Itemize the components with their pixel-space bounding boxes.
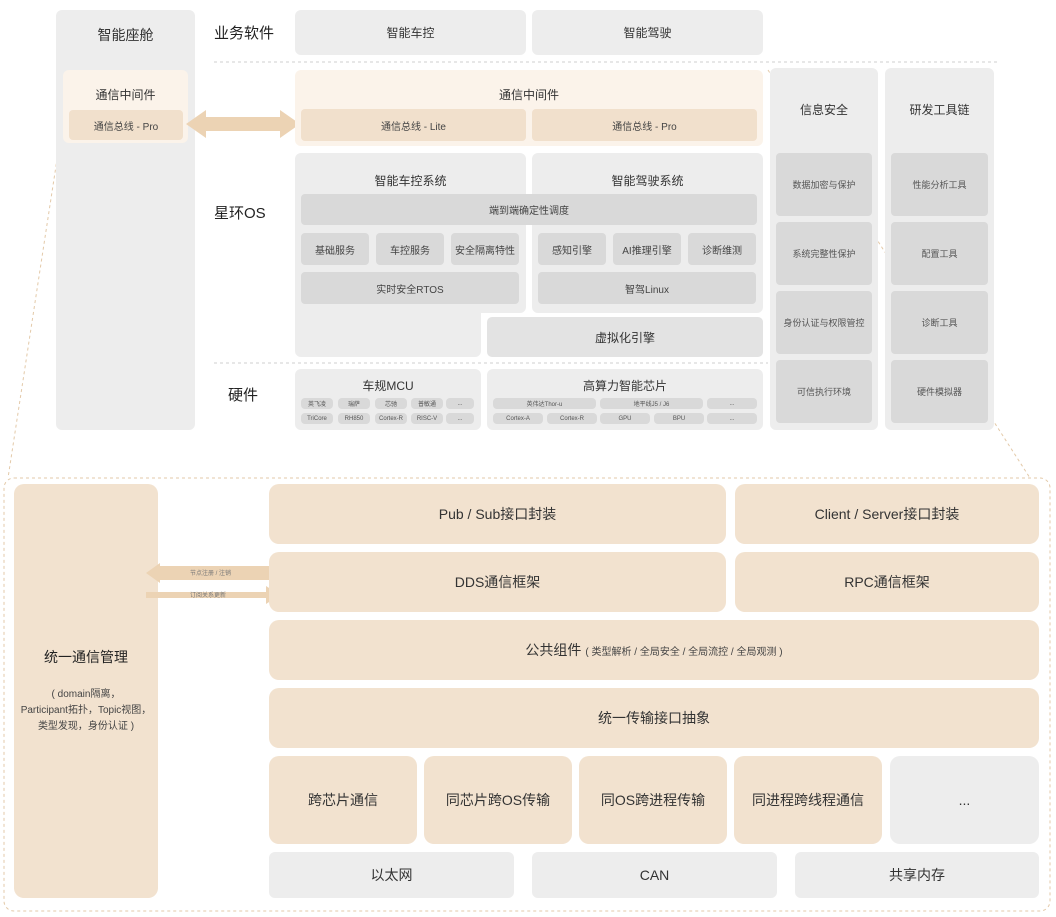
zoom-frame xyxy=(3,477,1051,912)
management-detail: ( domain隔离， xyxy=(51,689,121,700)
row-label-hardware: 硬件 xyxy=(228,387,259,404)
ad-service-ai: AI推理引擎 xyxy=(613,233,681,265)
cockpit-title: 智能座舱 xyxy=(97,27,154,43)
mcu-title: 车规MCU xyxy=(362,378,414,393)
transport-more: ... xyxy=(890,756,1039,844)
unified-comm-management: 统一通信管理 ( domain隔离， Participant拓扑，Topic视图… xyxy=(14,484,158,898)
business-driving: 智能驾驶 xyxy=(532,10,763,55)
common-components: 公共组件 ( 类型解析 / 全局安全 / 全局流控 / 全局观测 ) xyxy=(269,620,1039,680)
ad-service-diagnostics: 诊断维测 xyxy=(688,233,756,265)
cockpit-middleware-title: 通信中间件 xyxy=(95,87,156,102)
soc-vendor: ... xyxy=(707,398,757,409)
transport-abstraction: 统一传输接口抽象 xyxy=(269,688,1039,748)
soc-arch: Cortex-R xyxy=(547,413,597,424)
toolchain-title: 研发工具链 xyxy=(909,102,970,117)
toolchain-item: 配置工具 xyxy=(891,222,988,285)
cockpit-bus-pro: 通信总线 - Pro xyxy=(69,110,183,140)
vehicle-control-system-title: 智能车控系统 xyxy=(374,173,447,188)
mcu-arch: ... xyxy=(446,413,474,424)
arrow-label-register: 节点注册 / 注销 xyxy=(190,571,232,577)
middleware-title: 通信中间件 xyxy=(498,87,559,102)
mcu-arch: Cortex-R xyxy=(375,413,407,424)
common-title: 公共组件 xyxy=(525,642,582,658)
security-title: 信息安全 xyxy=(799,102,848,117)
row-label-os: 星环OS xyxy=(214,205,266,222)
security-item: 数据加密与保护 xyxy=(776,153,872,216)
physical-ethernet: 以太网 xyxy=(269,852,514,898)
bus-lite: 通信总线 - Lite xyxy=(301,109,526,141)
transport-cross-thread: 同进程跨线程通信 xyxy=(734,756,882,844)
mcu-arch: TriCore xyxy=(301,413,333,424)
mcu-vendor: ... xyxy=(446,398,474,409)
common-detail: ( 类型解析 / 全局安全 / 全局流控 / 全局观测 ) xyxy=(585,646,783,658)
dds-framework: DDS通信框架 xyxy=(269,552,726,612)
physical-shared-memory: 共享内存 xyxy=(795,852,1039,898)
virtualization-engine: 虚拟化引擎 xyxy=(487,317,763,357)
toolchain-item: 硬件模拟器 xyxy=(891,360,988,423)
soc-vendor: 英伟达Thor-u xyxy=(493,398,596,409)
soc-vendor: 地平线J5 / J6 xyxy=(600,398,703,409)
ad-service-perception: 感知引擎 xyxy=(538,233,606,265)
transport-cross-process: 同OS跨进程传输 xyxy=(579,756,727,844)
physical-can: CAN xyxy=(532,852,777,898)
mcu-arch: RH850 xyxy=(338,413,370,424)
soc-arch: GPU xyxy=(600,413,650,424)
soc-title: 高算力智能芯片 xyxy=(582,378,667,393)
soc-arch: ... xyxy=(707,413,757,424)
client-server-interface: Client / Server接口封装 xyxy=(735,484,1039,544)
mcu-vendor: 瑞萨 xyxy=(338,398,370,409)
vc-service-basic: 基础服务 xyxy=(301,233,369,265)
vc-service-isolation: 安全隔离特性 xyxy=(451,233,519,265)
e2e-scheduling: 端到端确定性调度 xyxy=(301,194,757,225)
mcu-vendor: 英飞凌 xyxy=(301,398,333,409)
rpc-framework: RPC通信框架 xyxy=(735,552,1039,612)
management-detail: Participant拓扑，Topic视图， xyxy=(20,705,152,716)
mcu-arch: RISC-V xyxy=(411,413,443,424)
vc-service-control: 车控服务 xyxy=(376,233,444,265)
driving-system-title: 智能驾驶系统 xyxy=(611,173,684,188)
management-title: 统一通信管理 xyxy=(44,649,128,665)
transport-cross-os: 同芯片跨OS传输 xyxy=(424,756,572,844)
security-item: 可信执行环境 xyxy=(776,360,872,423)
security-item: 系统完整性保护 xyxy=(776,222,872,285)
bus-pro: 通信总线 - Pro xyxy=(532,109,757,141)
business-vehicle-control: 智能车控 xyxy=(295,10,526,55)
management-detail: 类型发现，身份认证 ) xyxy=(37,721,135,732)
mcu-vendor: 普敏通 xyxy=(411,398,443,409)
transport-cross-chip: 跨芯片通信 xyxy=(269,756,417,844)
security-item: 身份认证与权限管控 xyxy=(776,291,872,354)
mcu-vendor: 芯驰 xyxy=(375,398,407,409)
row-label-business: 业务软件 xyxy=(214,25,275,42)
soc-arch: Cortex-A xyxy=(493,413,543,424)
pubsub-interface: Pub / Sub接口封装 xyxy=(269,484,726,544)
rtos: 实时安全RTOS xyxy=(301,272,519,304)
toolchain-item: 性能分析工具 xyxy=(891,153,988,216)
soc-arch: BPU xyxy=(654,413,704,424)
arrow-label-subscribe: 订阅关系更新 xyxy=(190,593,227,599)
linux: 智驾Linux xyxy=(538,272,756,304)
toolchain-item: 诊断工具 xyxy=(891,291,988,354)
zoom-line-left xyxy=(7,139,61,479)
